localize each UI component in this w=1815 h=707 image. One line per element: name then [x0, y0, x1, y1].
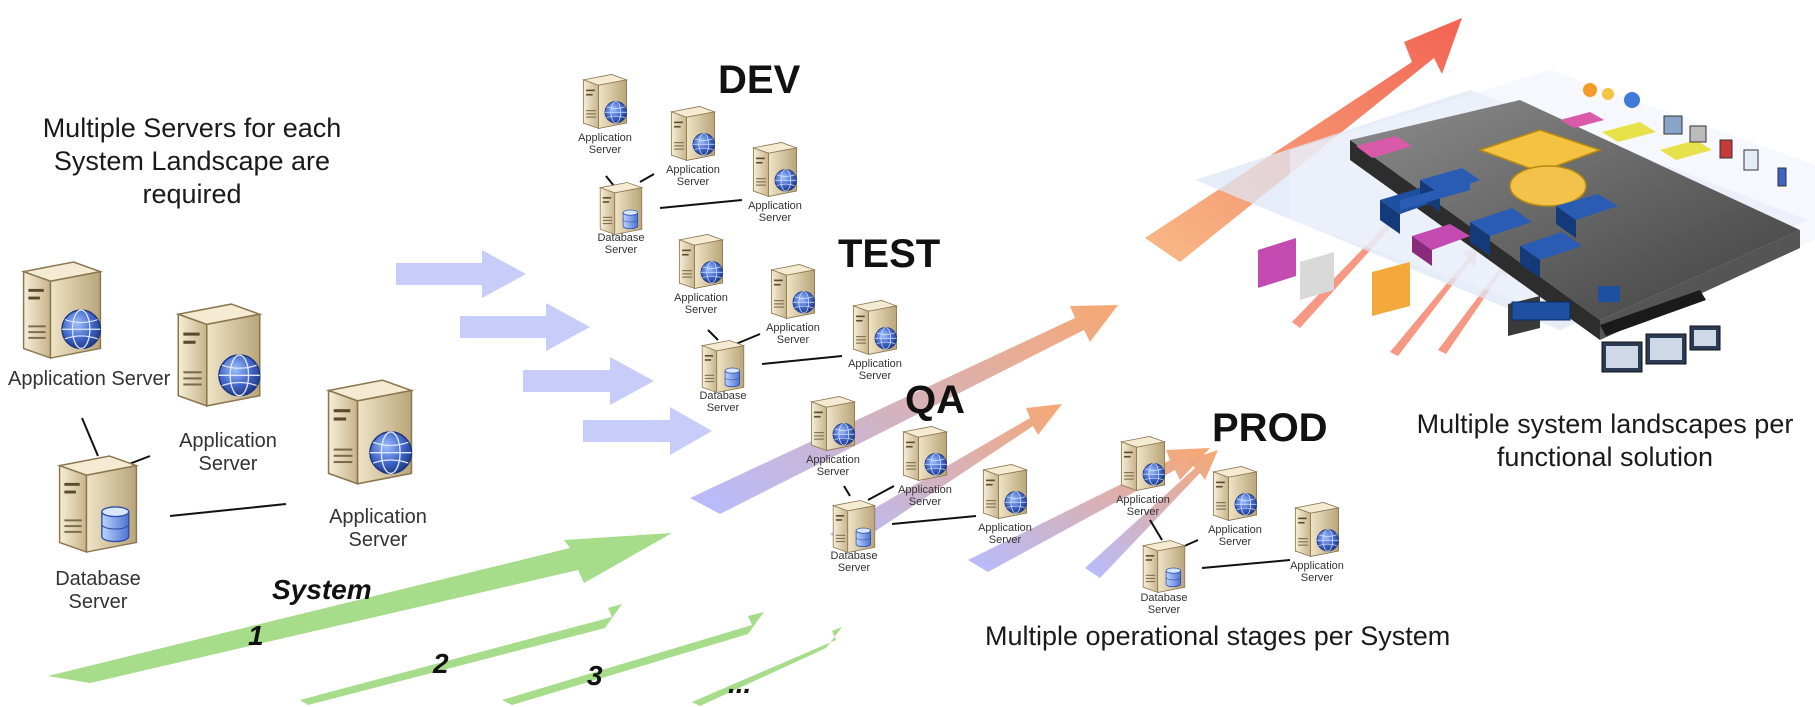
- server-label-app: Application Server: [806, 454, 860, 478]
- stage-title-test: TEST: [838, 232, 941, 276]
- stage-title-prod: PROD: [1212, 406, 1328, 450]
- application-server-icon: [670, 106, 716, 161]
- server-label-app: Application Server: [748, 200, 802, 224]
- system-arrows: [48, 533, 842, 706]
- database-server-icon: [1142, 540, 1186, 593]
- server-label-db: Database Server: [55, 568, 141, 613]
- server-label-app: Application Server: [179, 430, 277, 475]
- server-label-app: Application Server: [898, 484, 952, 508]
- server-label-app: Application Server: [766, 322, 820, 346]
- server-label-app: Application Server: [8, 368, 171, 390]
- server-label-app: Application Server: [848, 358, 902, 382]
- server-label-app: Application Server: [1116, 494, 1170, 518]
- note-multiple-servers: Multiple Servers for each System Landsca…: [42, 113, 342, 209]
- server-label-app: Application Server: [666, 164, 720, 188]
- application-server-icon: [1120, 436, 1166, 491]
- application-server-icon: [22, 261, 102, 359]
- stage-assign-arrows: [396, 250, 712, 455]
- database-server-icon: [599, 182, 643, 235]
- server-label-db: Database Server: [1140, 592, 1188, 616]
- application-server-icon: [582, 74, 628, 129]
- system-number-1: 1: [248, 620, 264, 651]
- database-server-icon: [58, 455, 138, 553]
- system-number-more: ...: [728, 668, 752, 699]
- application-server-icon: [1294, 502, 1340, 557]
- application-server-icon: [852, 300, 898, 355]
- application-server-icon: [327, 379, 413, 485]
- server-label-db: Database Server: [597, 232, 645, 256]
- stage-title-dev: DEV: [718, 58, 801, 102]
- sap-netweaver-image: [1195, 70, 1815, 373]
- server-label-app: Application Server: [978, 522, 1032, 546]
- note-multiple-landscapes: Multiple system landscapes per functiona…: [1416, 409, 1794, 472]
- database-server-icon: [701, 340, 745, 393]
- server-label-app: Application Server: [1290, 560, 1344, 584]
- application-server-icon: [177, 303, 261, 407]
- application-server-icon: [1212, 466, 1258, 521]
- server-label-app: Application Server: [674, 292, 728, 316]
- application-server-icon: [770, 264, 816, 319]
- server-label-app: Application Server: [329, 506, 427, 551]
- application-server-icon: [810, 396, 856, 451]
- server-connectors: [81, 173, 1291, 569]
- system-label: System: [272, 574, 372, 605]
- system-number-3: 3: [587, 660, 603, 691]
- stage-title-qa: QA: [905, 378, 965, 422]
- application-server-icon: [678, 234, 724, 289]
- application-server-icon: [902, 426, 948, 481]
- server-label-db: Database Server: [830, 550, 878, 574]
- system-number-2: 2: [433, 648, 449, 679]
- server-label-app: Application Server: [578, 132, 632, 156]
- application-server-icon: [982, 464, 1028, 519]
- note-operational-stages: Multiple operational stages per System: [985, 621, 1451, 651]
- server-label-db: Database Server: [699, 390, 747, 414]
- application-server-icon: [752, 142, 798, 197]
- database-server-icon: [832, 500, 876, 553]
- server-label-app: Application Server: [1208, 524, 1262, 548]
